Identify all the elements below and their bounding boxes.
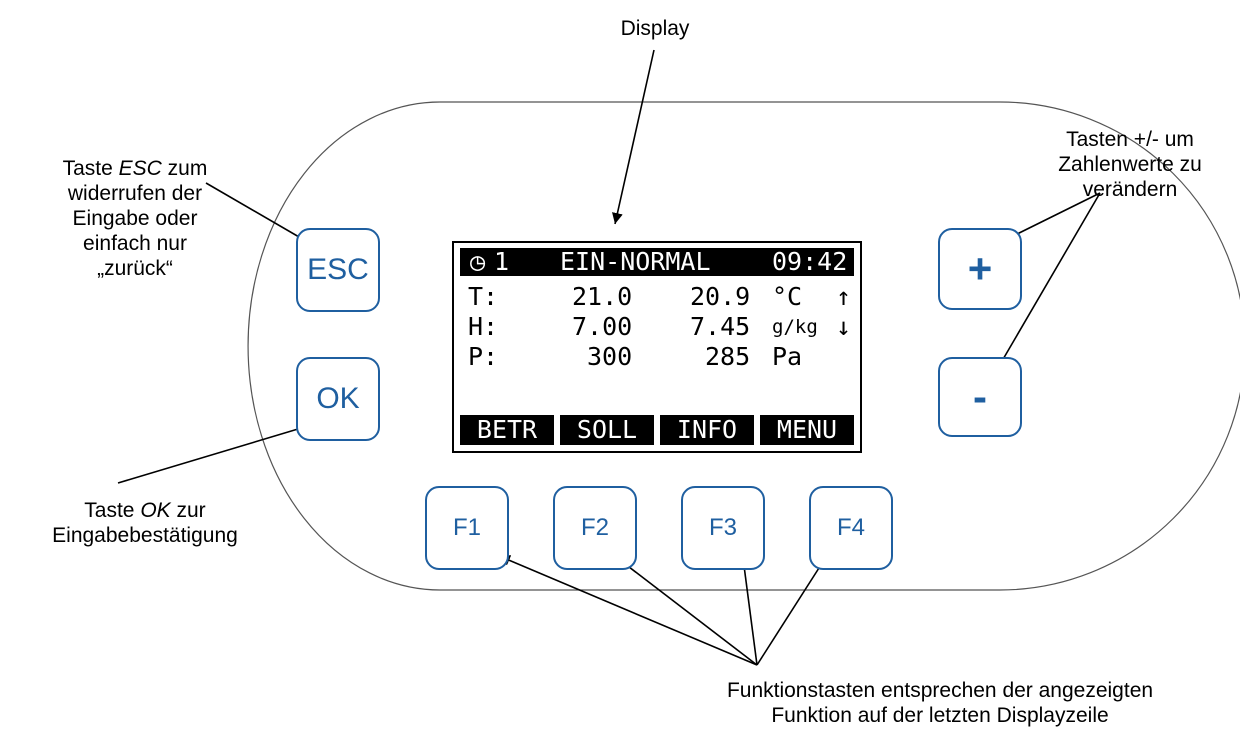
- actual-value: 7.45: [690, 312, 751, 341]
- ok-callout: Taste OK zur Eingabebestätigung: [30, 498, 260, 548]
- trend-down-icon: ↓: [836, 312, 852, 341]
- plusminus-callout-line3: verändern: [1082, 178, 1178, 201]
- actual-value: 285: [705, 342, 751, 371]
- function-keys-callout-line1: Funktionstasten entsprechen der angezeig…: [726, 679, 1154, 702]
- plusminus-callout-line1: Tasten +/- um: [1066, 128, 1194, 151]
- softkey-info: INFO: [660, 415, 754, 445]
- setpoint-value: 21.0: [572, 282, 633, 311]
- lcd-display: ◷ 1 EIN-NORMAL 09:42 T: 21.0 20.9 °C ↑ H…: [452, 241, 862, 453]
- plus-button[interactable]: +: [938, 228, 1022, 310]
- f2-arrow: [615, 556, 758, 666]
- esc-callout: Taste ESC zum widerrufen der Eingabe ode…: [20, 156, 250, 281]
- f4-button[interactable]: F4: [809, 486, 893, 570]
- unit-label: g/kg: [772, 316, 818, 338]
- ok-arrow: [117, 423, 309, 484]
- display-header: ◷ 1 EIN-NORMAL 09:42: [460, 248, 854, 276]
- softkey-betr: BETR: [460, 415, 554, 445]
- f2-button[interactable]: F2: [553, 486, 637, 570]
- row-label: T:: [468, 282, 499, 311]
- row-label: P:: [468, 342, 499, 371]
- trend-up-icon: ↑: [836, 282, 852, 311]
- display-arrow: [612, 49, 655, 225]
- row-label: H:: [468, 312, 499, 341]
- setpoint-value: 7.00: [572, 312, 633, 341]
- unit-label: °C: [772, 282, 803, 311]
- plus-arrow: [1004, 192, 1101, 241]
- device-housing: [247, 101, 1240, 591]
- minus-arrow: [994, 192, 1101, 374]
- function-keys-callout-line2: Funktion auf der letzten Displayzeile: [771, 704, 1109, 727]
- esc-callout-line5: „zurück“: [97, 257, 173, 280]
- esc-callout-line3: Eingabe oder: [72, 207, 198, 230]
- operating-mode: EIN-NORMAL: [560, 247, 711, 276]
- softkey-menu: MENU: [760, 415, 854, 445]
- softkey-soll: SOLL: [560, 415, 654, 445]
- display-callout: Display: [620, 17, 690, 40]
- timer-icon: ◷: [470, 247, 486, 276]
- unit-label: Pa: [772, 342, 803, 371]
- f3-button[interactable]: F3: [681, 486, 765, 570]
- esc-button[interactable]: ESC: [296, 228, 380, 312]
- setpoint-value: 300: [587, 342, 633, 371]
- esc-callout-line2: widerrufen der: [67, 182, 203, 205]
- plusminus-callout-line2: Zahlenwerte zu: [1058, 153, 1202, 176]
- f1-arrow: [498, 555, 758, 666]
- minus-button[interactable]: -: [938, 357, 1022, 437]
- function-keys-callout: Funktionstasten entsprechen der angezeig…: [660, 678, 1220, 728]
- plusminus-callout: Tasten +/- um Zahlenwerte zu verändern: [1030, 127, 1230, 202]
- esc-callout-line1: Taste ESC zum: [62, 157, 208, 180]
- f4-arrow: [756, 556, 827, 666]
- ok-callout-line1: Taste OK zur: [84, 499, 206, 522]
- actual-value: 20.9: [690, 282, 751, 311]
- timer-program: 1: [494, 247, 510, 276]
- ok-button[interactable]: OK: [296, 357, 380, 441]
- f1-button[interactable]: F1: [425, 486, 509, 570]
- clock-time: 09:42: [772, 247, 848, 276]
- esc-callout-line4: einfach nur: [83, 232, 187, 255]
- f3-arrow: [738, 557, 758, 666]
- ok-callout-line2: Eingabebestätigung: [52, 524, 238, 547]
